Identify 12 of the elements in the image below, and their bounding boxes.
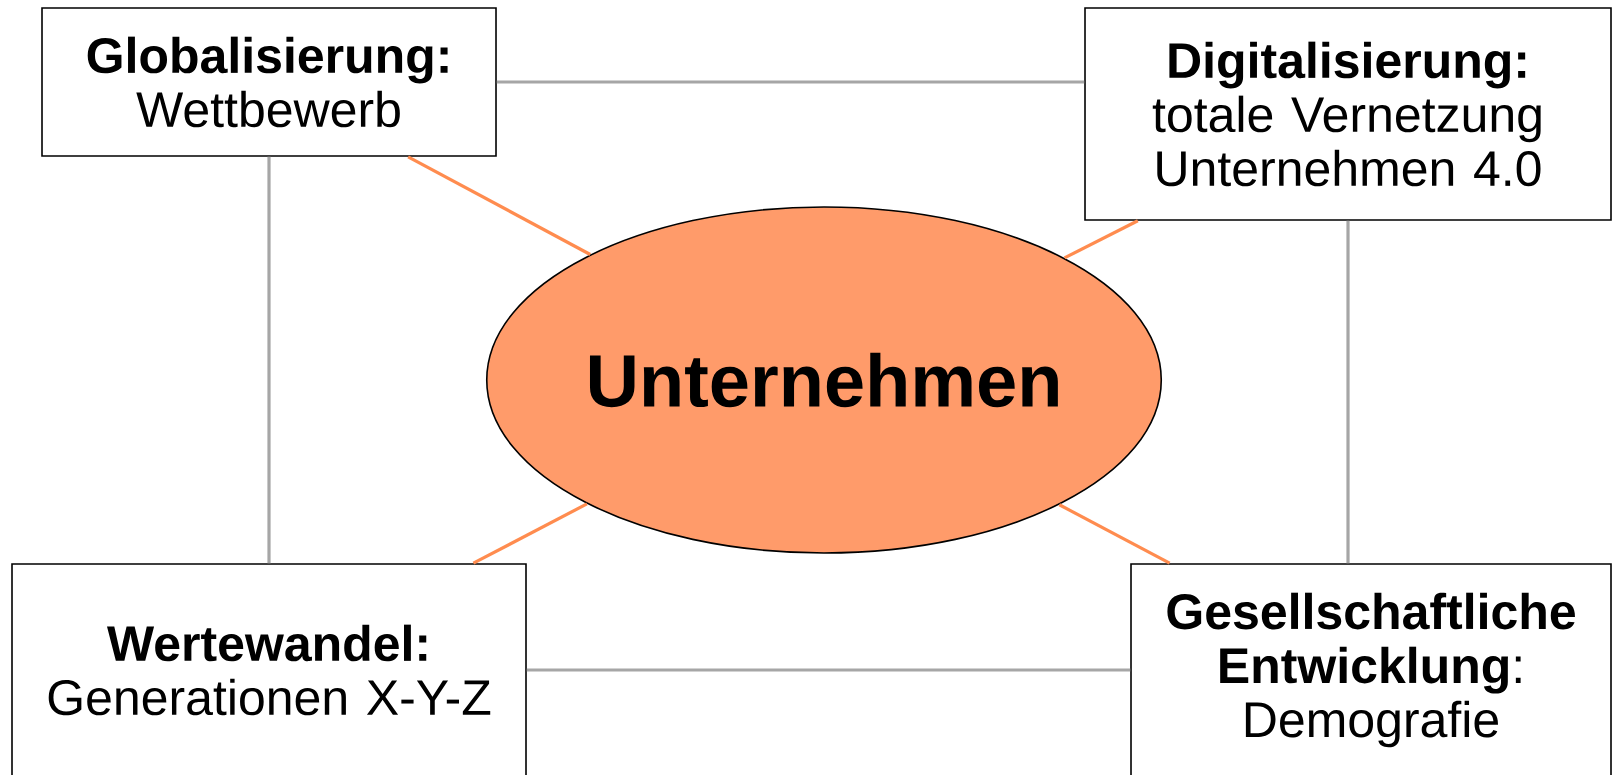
connector-line xyxy=(1063,219,1139,260)
connector-line xyxy=(407,155,591,256)
connector-line xyxy=(496,80,1085,84)
text-box: Wertewandel: Generationen X-Y-Z xyxy=(11,563,527,775)
connector-line xyxy=(1058,503,1171,565)
connector-line xyxy=(472,502,588,565)
connector-line xyxy=(1346,220,1350,564)
connector-line xyxy=(526,668,1131,672)
text-box: Globalisierung: Wettbewerb xyxy=(41,7,497,157)
connector-line xyxy=(267,156,271,564)
text-box: Gesellschaftliche Entwicklung: Demografie xyxy=(1130,563,1612,775)
text-box: Digitalisierung: totale Vernetzung Unternehmen 4.0 xyxy=(1084,7,1612,221)
